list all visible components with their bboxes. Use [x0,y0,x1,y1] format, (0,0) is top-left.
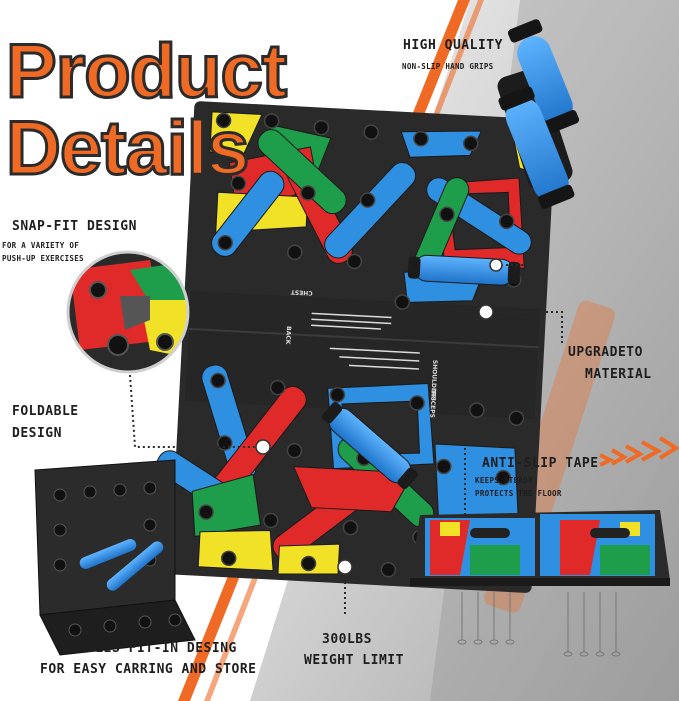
page-title-line2: Details [4,106,250,191]
handles-photo [497,19,580,209]
upgraded-line2: MATERIAL [585,367,652,382]
snap-fit-zoom [66,250,190,374]
foldable-line2: DESIGN [12,426,62,441]
snap-fit-sub1: FOR A VARIETY OF [2,241,80,250]
anti-slip-sub1: KEEPS STEADY [475,476,533,485]
page-title-line1: Product [4,29,288,114]
high-quality-heading: HIGH QUALITY [403,38,503,53]
weight-line1: 300LBS [322,632,372,647]
board-label-triceps: TRICEPS [428,390,436,418]
board-label-chest: CHEST [290,288,313,296]
folded-board-photo [34,459,196,656]
anti-slip-heading: ANTI-SLIP TAPE [482,456,599,471]
handles-line1: HANDLES FIT-IN DESING [62,641,237,656]
pushup-board: CHEST BACK SHOULDERS TRICEPS [156,101,556,593]
anti-slip-board-photo [410,510,670,657]
pushup-handle-top [407,254,521,286]
callout-markers [255,258,503,575]
upgraded-line1: UPGRADETO [568,345,643,360]
high-quality-sub: NON-SLIP HAND GRIPS [402,62,494,71]
weight-line2: WEIGHT LIMIT [304,653,404,668]
anti-slip-sub2: PROTECTS THE FLOOR [475,489,562,498]
snap-fit-sub2: PUSH-UP EXERCISES [2,254,84,263]
handles-line2: FOR EASY CARRING AND STORE [40,662,257,677]
snap-fit-heading: SNAP-FIT DESIGN [12,219,137,234]
foldable-line1: FOLDABLE [12,404,79,419]
pushup-handle-bottom [321,402,418,489]
chevron-arrows-icon [599,436,679,467]
board-label-back: BACK [284,326,292,345]
board-label-shoulders: SHOULDERS [429,360,438,401]
